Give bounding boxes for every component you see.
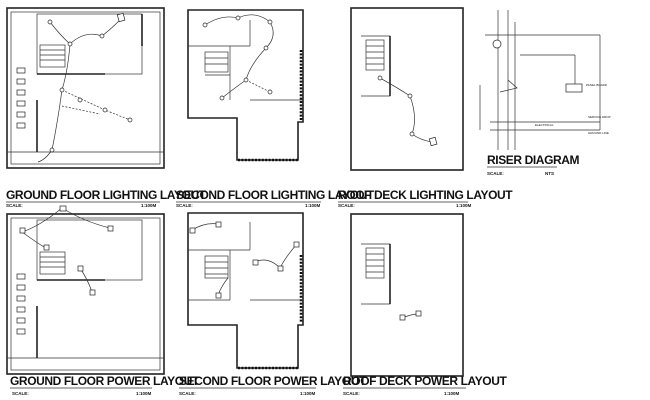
riser-label-panel-board: PANEL BOARD [586, 83, 608, 87]
riser-diagram [479, 10, 601, 150]
second-floor-lighting-plan [187, 9, 304, 162]
roof-deck-power-title: ROOF DECK POWER LAYOUT [343, 374, 508, 388]
title-underlines [6, 201, 468, 389]
second-floor-lighting-scale-value: 1:100M [305, 203, 321, 208]
ground-floor-lighting-scale-label: SCALE: [6, 203, 23, 208]
roof-deck-lighting-title: ROOF DECK LIGHTING LAYOUT [338, 188, 513, 202]
roof-deck-power-scale-value: 1:100M [444, 391, 460, 396]
second-floor-lighting-title: SECOND FLOOR LIGHTING LAYOUT [176, 188, 375, 202]
ground-floor-power-title: GROUND FLOOR POWER LAYOUT [10, 374, 200, 388]
second-floor-power-scale-value: 1:100M [300, 391, 316, 396]
roof-deck-lighting-plan [350, 7, 464, 171]
riser-label-electrical: ELECTRICAL [535, 123, 554, 127]
second-floor-power-title: SECOND FLOOR POWER LAYOUT [179, 374, 367, 388]
ground-floor-lighting-plan [6, 7, 165, 169]
second-floor-power-plan [187, 212, 304, 370]
riser-diagram-scale-label: SCALE: [487, 171, 504, 176]
ground-floor-lighting-title: GROUND FLOOR LIGHTING LAYOUT [6, 188, 207, 202]
roof-deck-lighting-scale-value: 1:100M [456, 203, 472, 208]
riser-diagram-title: RISER DIAGRAM [487, 153, 580, 167]
roof-deck-power-scale-label: SCALE: [343, 391, 360, 396]
riser-label-service-drop: SERVICE DROP [588, 115, 611, 119]
roof-deck-lighting-scale-label: SCALE: [338, 203, 355, 208]
riser-label-ground-line: GROUND LINE [588, 131, 609, 135]
ground-floor-power-plan [6, 205, 165, 375]
ground-floor-power-scale-label: SCALE: [12, 391, 29, 396]
ground-floor-lighting-scale-value: 1:100M [141, 203, 157, 208]
roof-deck-power-plan [350, 213, 464, 377]
second-floor-power-scale-label: SCALE: [179, 391, 196, 396]
riser-diagram-scale-value: NTS [545, 171, 554, 176]
second-floor-lighting-scale-label: SCALE: [176, 203, 193, 208]
ground-floor-power-scale-value: 1:100M [136, 391, 152, 396]
